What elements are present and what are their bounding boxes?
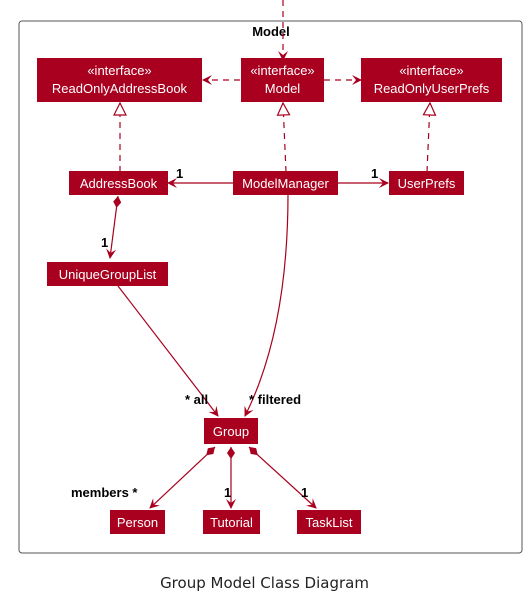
class-addressbook: AddressBook xyxy=(69,171,168,195)
package-title: Model xyxy=(252,24,290,39)
edge-userprefs-realizes-readonlyuserprefs xyxy=(427,103,430,173)
class-model: «interface» Model xyxy=(241,58,324,102)
edge-modelmanager-realizes-model xyxy=(283,103,286,173)
class-name-label: Group xyxy=(213,424,249,439)
class-tutorial: Tutorial xyxy=(203,510,260,534)
class-person: Person xyxy=(110,510,165,534)
class-readonlyaddressbook: «interface» ReadOnlyAddressBook xyxy=(37,58,202,102)
class-modelmanager: ModelManager xyxy=(233,171,338,195)
package-frame xyxy=(18,20,523,554)
class-name-label: Model xyxy=(265,81,301,96)
multiplicity-filtered: * filtered xyxy=(249,392,301,407)
class-userprefs: UserPrefs xyxy=(389,171,464,195)
edge-modelmanager-to-group xyxy=(244,193,289,417)
class-name-label: AddressBook xyxy=(80,176,158,191)
multiplicity-tutorial: 1 xyxy=(224,485,231,500)
diagram-caption: Group Model Class Diagram xyxy=(160,574,369,592)
edge-group-to-person xyxy=(149,446,216,509)
class-name-label: Tutorial xyxy=(210,515,253,530)
class-name-label: ModelManager xyxy=(242,176,329,191)
class-name-label: ReadOnlyUserPrefs xyxy=(374,81,490,96)
class-name-label: UserPrefs xyxy=(398,176,456,191)
stereotype-label: «interface» xyxy=(250,63,314,78)
multiplicity-ab-uniquegrouplist: 1 xyxy=(101,235,108,250)
class-name-label: Person xyxy=(117,515,158,530)
edge-uniquegrouplist-to-group xyxy=(117,285,219,417)
class-name-label: ReadOnlyAddressBook xyxy=(52,81,188,96)
multiplicity-mm-userprefs: 1 xyxy=(371,166,378,181)
multiplicity-tasklist: 1 xyxy=(301,485,308,500)
edge-addressbook-to-uniquegrouplist xyxy=(106,195,122,259)
class-uniquegrouplist: UniqueGroupList xyxy=(47,262,168,286)
multiplicity-all: * all xyxy=(185,392,208,407)
multiplicity-mm-addressbook: 1 xyxy=(176,166,183,181)
multiplicity-members: members * xyxy=(71,485,138,500)
edge-group-to-tasklist xyxy=(248,446,317,509)
class-readonlyuserprefs: «interface» ReadOnlyUserPrefs xyxy=(361,58,502,102)
class-tasklist: TaskList xyxy=(297,510,361,534)
stereotype-label: «interface» xyxy=(87,63,151,78)
stereotype-label: «interface» xyxy=(399,63,463,78)
class-name-label: UniqueGroupList xyxy=(59,267,157,282)
class-group: Group xyxy=(204,418,258,444)
class-name-label: TaskList xyxy=(306,515,353,530)
